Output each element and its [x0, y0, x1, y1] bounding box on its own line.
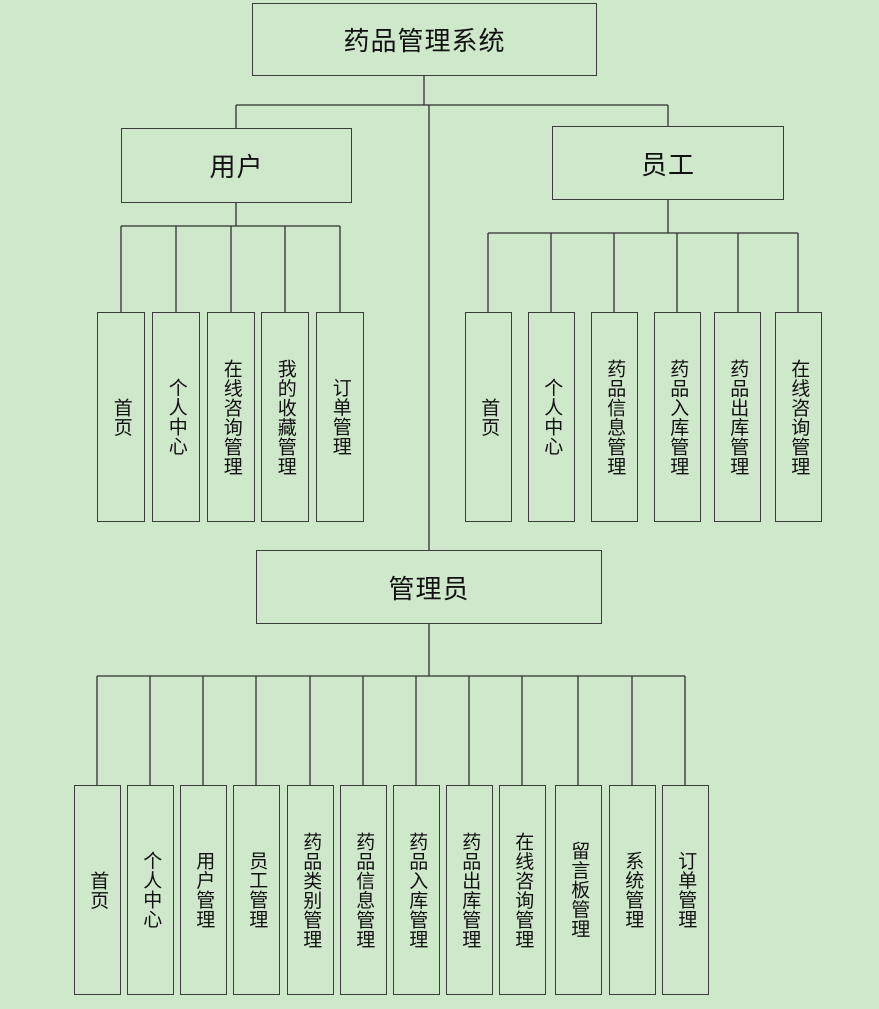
admin-child-message-board: 留言板管理 [555, 785, 602, 995]
admin-node: 管理员 [256, 550, 602, 624]
admin-child-home: 首页 [74, 785, 121, 995]
staff-child-drug-inbound: 药品入库管理 [654, 312, 701, 522]
user-child-home: 首页 [97, 312, 145, 522]
admin-child-users: 用户管理 [180, 785, 227, 995]
staff-child-profile: 个人中心 [528, 312, 575, 522]
user-child-profile: 个人中心 [152, 312, 200, 522]
admin-child-consult: 在线咨询管理 [499, 785, 546, 995]
staff-child-home: 首页 [465, 312, 512, 522]
admin-child-drug-inbound: 药品入库管理 [393, 785, 440, 995]
admin-child-profile: 个人中心 [127, 785, 174, 995]
staff-child-drug-outbound: 药品出库管理 [714, 312, 761, 522]
admin-child-drug-outbound: 药品出库管理 [446, 785, 493, 995]
staff-child-consult: 在线咨询管理 [775, 312, 822, 522]
user-child-consult: 在线咨询管理 [207, 312, 255, 522]
user-child-orders: 订单管理 [316, 312, 364, 522]
staff-node: 员工 [552, 126, 784, 200]
staff-child-drug-info: 药品信息管理 [591, 312, 638, 522]
admin-child-system: 系统管理 [609, 785, 656, 995]
root-node: 药品管理系统 [252, 3, 597, 76]
user-child-favorites: 我的收藏管理 [261, 312, 309, 522]
user-node: 用户 [121, 128, 352, 203]
admin-child-orders: 订单管理 [662, 785, 709, 995]
admin-child-staff: 员工管理 [233, 785, 280, 995]
admin-child-drug-info: 药品信息管理 [340, 785, 387, 995]
admin-child-drug-category: 药品类别管理 [287, 785, 334, 995]
